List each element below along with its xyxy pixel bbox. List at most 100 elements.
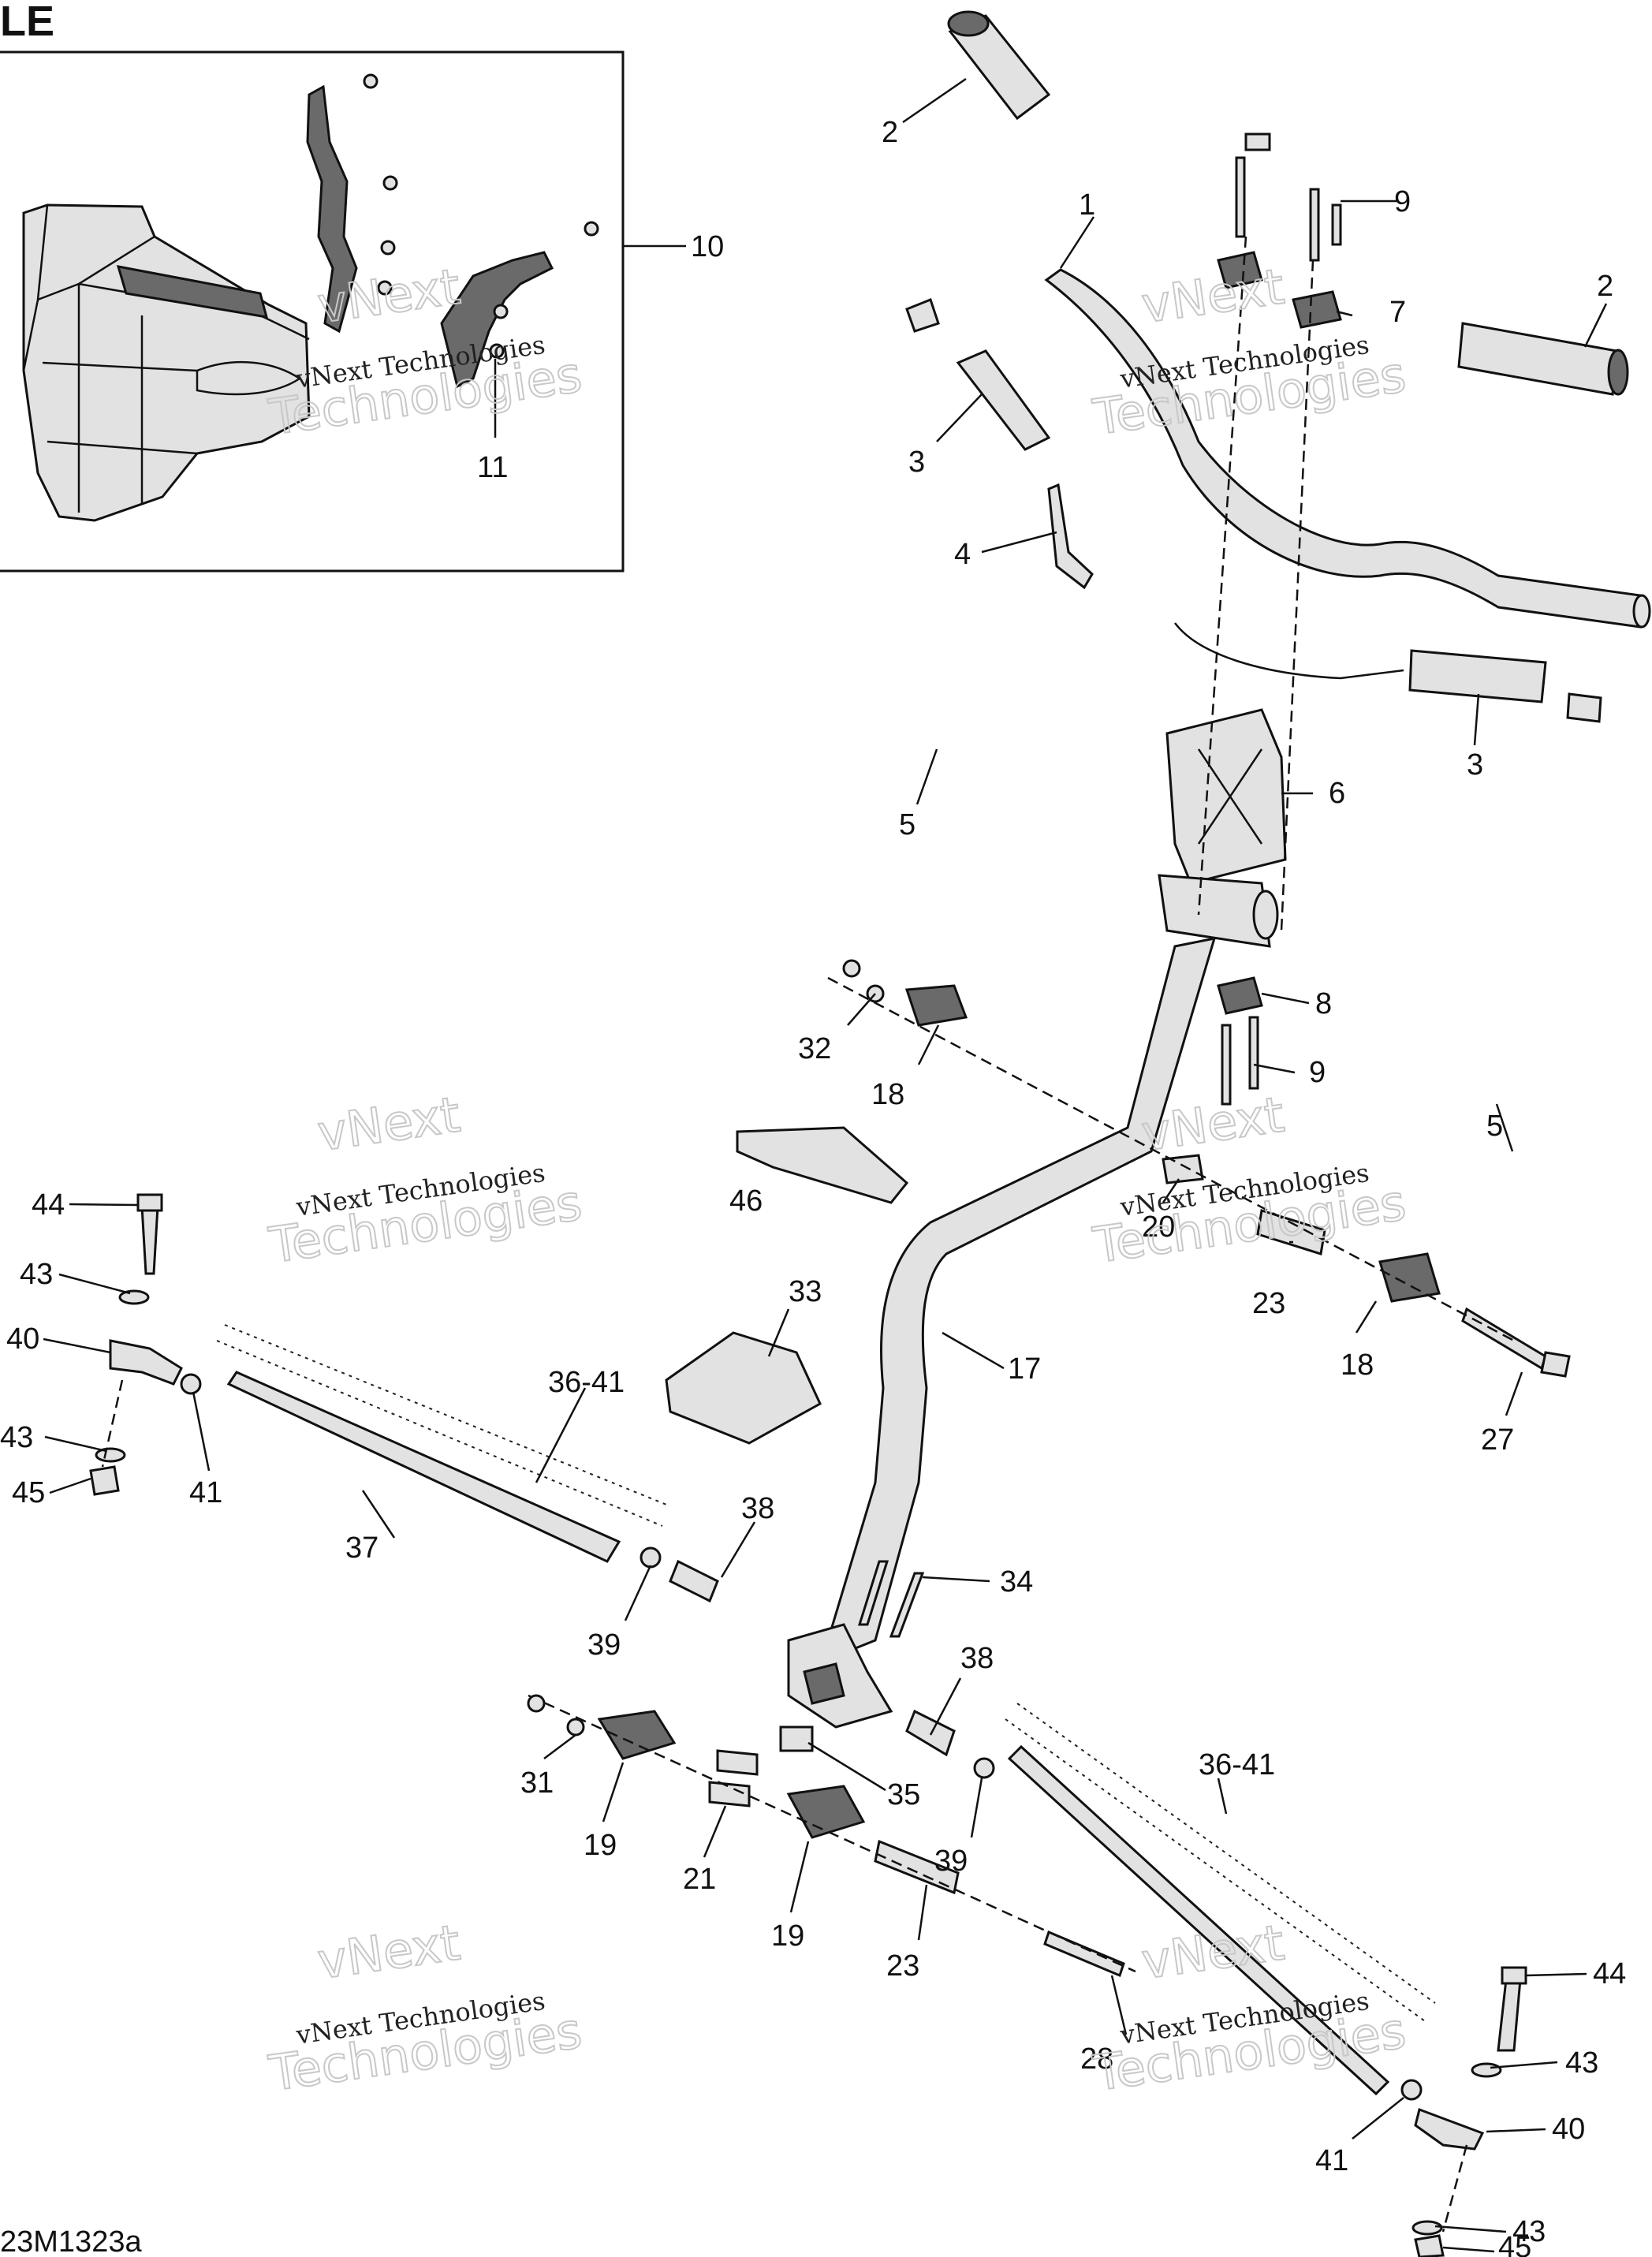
callout-37: 37 <box>345 1531 379 1565</box>
spacer-21a <box>716 1749 759 1776</box>
bolt-27 <box>1461 1307 1547 1371</box>
bushing-19b <box>786 1785 866 1839</box>
callout-23b: 23 <box>886 1949 919 1983</box>
grip-sleeve-right <box>1408 649 1547 703</box>
heater-element <box>1047 483 1094 590</box>
bushing-18a <box>904 984 968 1027</box>
leader-lines <box>43 77 1608 2253</box>
callout-41b: 41 <box>1315 2144 1348 2177</box>
bushing-18b <box>1378 1252 1441 1303</box>
cover-bracket-left <box>306 84 358 334</box>
callout-43d: 43 <box>1512 2215 1546 2248</box>
callout-36-41b: 36-41 <box>1199 1748 1275 1781</box>
tie-rod-37 <box>226 1371 621 1563</box>
watermark-4: vNext vNext Technologies Technologies <box>1089 1084 1411 1274</box>
spacer-23a <box>1256 1209 1326 1255</box>
spacer-20 <box>1162 1154 1204 1184</box>
callout-36-41a: 36-41 <box>548 1366 625 1399</box>
callout-39b: 39 <box>934 1845 968 1878</box>
callout-27: 27 <box>1481 1423 1514 1457</box>
callout-3a: 3 <box>908 446 925 479</box>
callout-40b: 40 <box>1552 2113 1585 2146</box>
upper-clamp-right <box>1292 290 1342 329</box>
callout-32: 32 <box>798 1032 831 1065</box>
cover-bracket-right <box>440 251 554 389</box>
drawing-code: 23M1323a <box>0 2225 142 2257</box>
callout-17: 17 <box>1008 1352 1041 1386</box>
callout-21: 21 <box>683 1863 716 1896</box>
handlebar-cover-illustration <box>22 203 311 522</box>
inset-box <box>0 50 686 573</box>
callout-6: 6 <box>1329 777 1345 810</box>
rod-end-40b <box>1414 2108 1485 2151</box>
svg-text:vNext: vNext <box>314 1913 464 1990</box>
callout-18a: 18 <box>871 1078 904 1111</box>
cover-screws <box>363 73 599 359</box>
bolt-28 <box>1043 1930 1125 1978</box>
svg-text:vNext: vNext <box>314 1085 464 1162</box>
callout-45a: 45 <box>12 1476 45 1509</box>
callout-2a: 2 <box>882 116 898 149</box>
callout-5a: 5 <box>899 808 915 841</box>
callout-8: 8 <box>1315 987 1332 1020</box>
callout-46: 46 <box>729 1184 763 1218</box>
callout-1: 1 <box>1079 188 1095 222</box>
upper-clamp-left <box>1217 251 1263 289</box>
callout-43a: 43 <box>20 1258 53 1291</box>
callout-35: 35 <box>887 1778 920 1811</box>
callout-43b: 43 <box>0 1421 33 1454</box>
svg-text:vNext: vNext <box>1138 257 1288 334</box>
bolt-34a <box>857 1560 889 1626</box>
watermark-5: vNext vNext Technologies Technologies <box>265 1912 587 2102</box>
grip-sleeve-left <box>956 349 1051 451</box>
callout-19b: 19 <box>771 1919 804 1953</box>
tie-rod-left <box>89 1193 719 1603</box>
callout-23a: 23 <box>1252 1287 1285 1320</box>
linkage-parts <box>527 959 1571 1978</box>
callout-19a: 19 <box>584 1829 617 1862</box>
bolt-9a <box>1235 156 1246 238</box>
bolt-44a <box>140 1205 159 1275</box>
tie-rod-right <box>905 1703 1527 2257</box>
callout-38b: 38 <box>960 1642 994 1675</box>
callout-labels: 1 2 2 3 3 4 5 5 6 7 8 9 9 10 11 17 18 18… <box>0 116 1626 2257</box>
callout-5b: 5 <box>1486 1110 1503 1143</box>
callout-9b: 9 <box>1309 1056 1326 1089</box>
plate-46 <box>736 1126 909 1204</box>
callout-33: 33 <box>789 1275 822 1308</box>
callout-44a: 44 <box>32 1188 65 1222</box>
handlebar-tube <box>1044 268 1642 629</box>
callout-44b: 44 <box>1593 1957 1626 1990</box>
callout-18b: 18 <box>1341 1349 1374 1382</box>
callout-7: 7 <box>1389 296 1406 329</box>
callout-10: 10 <box>691 230 724 263</box>
bushing-19a <box>597 1710 677 1760</box>
lower-clamp <box>1217 976 1263 1015</box>
handlebar-assembly <box>905 10 1651 723</box>
riser-assembly <box>1158 132 1342 1106</box>
callout-41a: 41 <box>189 1476 222 1509</box>
callout-34: 34 <box>1000 1565 1033 1599</box>
watermark-3: vNext vNext Technologies Technologies <box>265 1084 587 1274</box>
callout-2b: 2 <box>1597 270 1613 303</box>
steering-column-yoke <box>1158 874 1271 948</box>
cover-33 <box>665 1331 822 1445</box>
callout-11: 11 <box>477 451 508 484</box>
corner-title: LE <box>0 0 54 45</box>
tie-rod-37b <box>1007 1744 1390 2096</box>
callout-4: 4 <box>954 538 971 571</box>
callout-40a: 40 <box>6 1322 39 1356</box>
callout-31: 31 <box>520 1766 554 1800</box>
callout-39a: 39 <box>587 1628 621 1662</box>
callout-9a: 9 <box>1394 185 1411 218</box>
callout-3b: 3 <box>1467 748 1483 782</box>
steering-column <box>779 937 1217 1752</box>
callout-28: 28 <box>1080 2042 1113 2076</box>
callout-38a: 38 <box>741 1492 774 1525</box>
riser-block <box>1165 708 1287 885</box>
callout-45b: 45 <box>1498 2231 1531 2257</box>
rod-end-40a <box>109 1339 183 1386</box>
grip-right <box>1457 322 1618 396</box>
bolt-44b <box>1497 1978 1522 2052</box>
